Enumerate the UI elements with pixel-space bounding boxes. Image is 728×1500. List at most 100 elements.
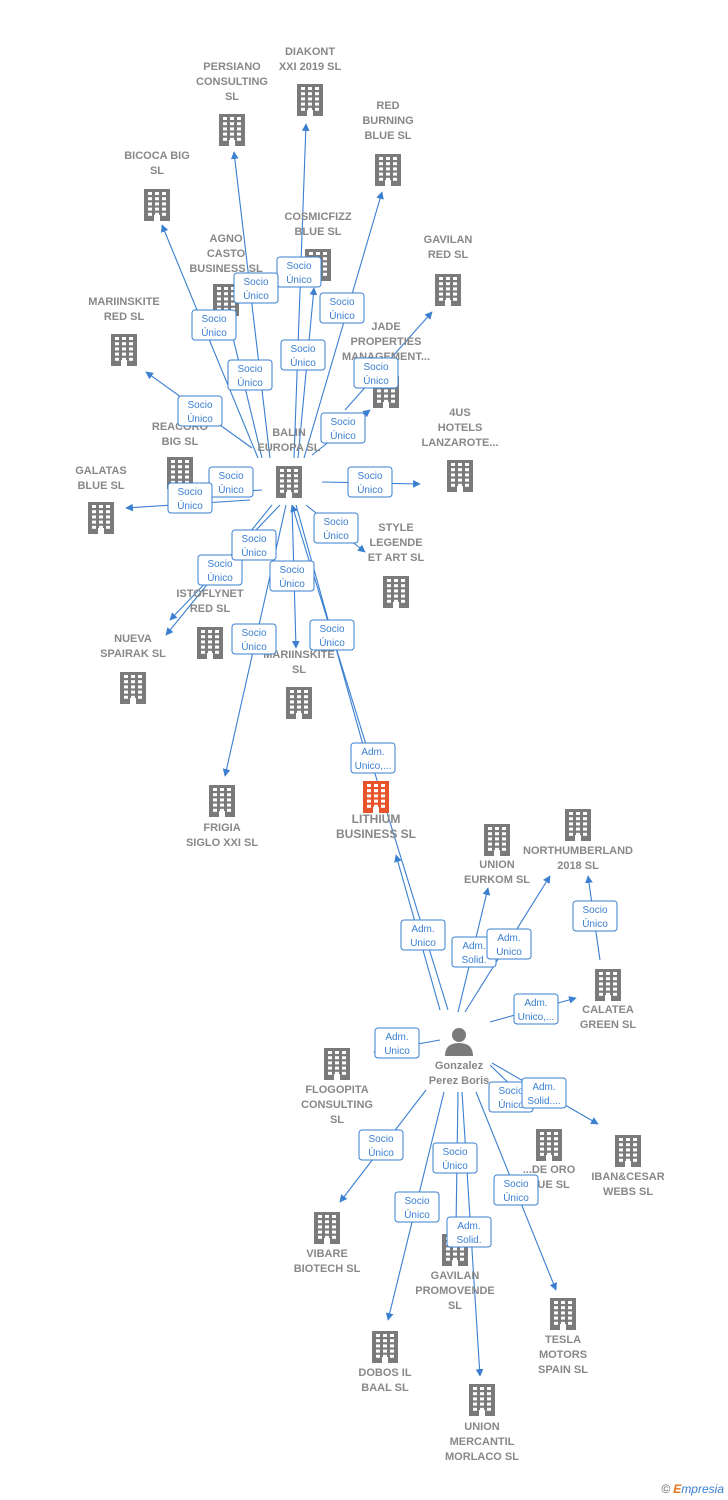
building-icon (286, 687, 312, 719)
footer-brand[interactable]: ©Empresia (661, 1482, 724, 1496)
edge-label-gonzalez-to-flogopita[interactable]: Adm.Unico (374, 1027, 420, 1059)
node-label: UNION (479, 859, 515, 871)
edge-label-gonzalez-to-unionmerc[interactable]: Adm.Solid. (446, 1216, 492, 1248)
node-label: EURKOM SL (464, 874, 530, 886)
building-icon (565, 809, 591, 841)
node-label: GAVILAN (431, 1270, 480, 1282)
edge-label-text: Unico (384, 1046, 410, 1057)
building-icon (111, 334, 137, 366)
edge-label-text: Adm. (457, 1221, 480, 1232)
edge-label-gonzalez-to-calatea[interactable]: Adm.Unico,... (513, 993, 559, 1025)
edge-label-gonzalez-to-ibancesar[interactable]: Adm.Solid.... (521, 1077, 567, 1109)
node-label: BICOCA BIG (124, 150, 190, 162)
node-label: JADE (371, 321, 400, 333)
building-icon (550, 1298, 576, 1330)
edge-balin-to-cosmicfizz (297, 287, 318, 459)
edge-label-text: Socio (368, 1134, 393, 1145)
node-label: BLUE SL (77, 480, 124, 492)
edge-label-text: Único (329, 309, 355, 322)
node-label: NUEVA (114, 633, 152, 645)
edge-label-gonzalez-to-lithium[interactable]: Adm.Unico (400, 919, 446, 951)
building-icon (469, 1384, 495, 1416)
edge-balin-to-agno (227, 324, 263, 459)
copyright-symbol: © (661, 1482, 671, 1496)
edge-balin-to-bicoca (161, 224, 259, 459)
node-label: SL (330, 1114, 344, 1126)
node-label: TESLA (545, 1334, 581, 1346)
node-oro[interactable]: ...DE ORO...UE SL (523, 1129, 576, 1191)
node-label: RED SL (190, 603, 231, 615)
edge-label-gonzalez-to-northumberland[interactable]: Adm.Unico (486, 928, 532, 960)
node-union[interactable]: UNION EURKOM SL (464, 824, 530, 886)
node-label: LEGENDE (369, 537, 422, 549)
edge-label-text: Socio (207, 559, 232, 570)
edge-label-text: Socio (286, 261, 311, 272)
node-label: Perez Boris (429, 1075, 490, 1087)
node-label: STYLE (378, 522, 413, 534)
node-label: SPAIN SL (538, 1364, 588, 1376)
building-icon (435, 274, 461, 306)
edge-label-text: Único (357, 483, 383, 496)
node-label: RED (376, 100, 399, 112)
edge-label-text: Único (187, 412, 213, 425)
edge-label-text: Socio (404, 1196, 429, 1207)
node-label: EUROPA SL (258, 442, 321, 454)
node-label: LITHIUM (352, 812, 401, 826)
node-4us[interactable]: 4USHOTELSLANZAROTE... (422, 407, 499, 492)
node-label: BLUE SL (364, 130, 411, 142)
edge-label-text: Socio (330, 417, 355, 428)
edge-label-text: Único (218, 483, 244, 496)
edge-label-gonzalez-to-balin[interactable]: Adm.Unico,... (350, 742, 396, 774)
building-icon (167, 457, 193, 489)
edge-label-text: Único (582, 917, 608, 930)
edge-label-text: Socio (201, 314, 226, 325)
